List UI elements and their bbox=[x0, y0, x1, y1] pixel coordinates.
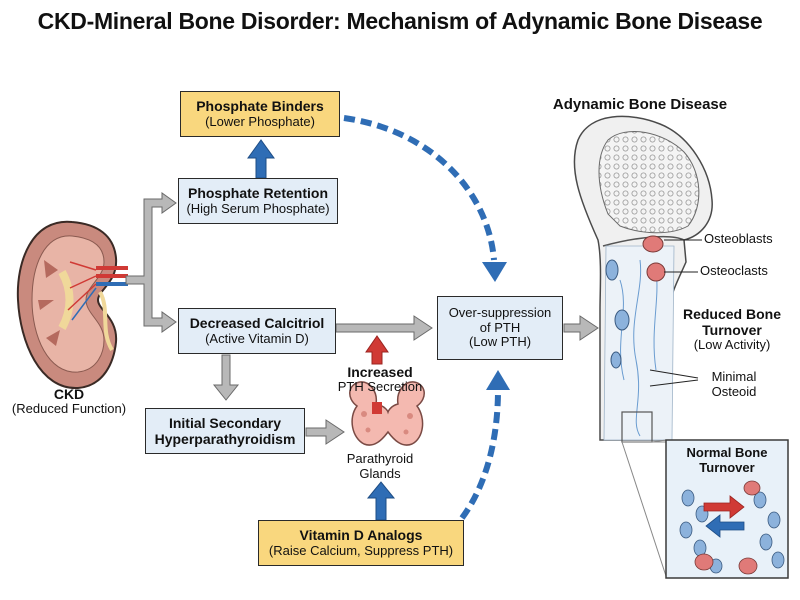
parathyroid-glands-label: Parathyroid Glands bbox=[330, 451, 430, 482]
blue-dashed-arrows bbox=[343, 115, 510, 520]
reduced-line2: Turnover bbox=[702, 322, 762, 339]
minimal-line2: Osteoid bbox=[711, 383, 757, 399]
adynamic-bone-heading: Adynamic Bone Disease bbox=[552, 96, 728, 113]
ckd-label: CKD bbox=[53, 386, 85, 402]
osteoclasts-label: Osteoclasts bbox=[700, 263, 768, 278]
minimal-osteoid-label: Minimal Osteoid bbox=[694, 369, 774, 400]
initial-secondary-hyperparathyroidism-box: Initial Secondary Hyperparathyroidism bbox=[145, 408, 305, 454]
reduced-turnover-label: Reduced Bone Turnover (Low Activity) bbox=[672, 306, 792, 353]
increased-label: Increased bbox=[347, 364, 413, 380]
normal-line1: Normal Bone bbox=[686, 445, 768, 460]
over-suppression-box: Over-suppression of PTH (Low PTH) bbox=[437, 296, 563, 360]
initial-secondary-line1: Initial Secondary bbox=[168, 414, 282, 431]
red-up-arrow bbox=[365, 335, 389, 365]
initial-secondary-line2: Hyperparathyroidism bbox=[154, 431, 296, 447]
phosphate-binders-subtitle: (Lower Phosphate) bbox=[205, 113, 315, 129]
phosphate-binders-title: Phosphate Binders bbox=[196, 98, 324, 115]
increased-pth-label: Increased PTH Secretion bbox=[320, 364, 440, 395]
over-suppression-line1: Over-suppression bbox=[448, 304, 552, 320]
phosphate-retention-box: Phosphate Retention (High Serum Phosphat… bbox=[178, 178, 338, 224]
decreased-calcitriol-subtitle: (Active Vitamin D) bbox=[205, 330, 309, 346]
normal-turnover-label: Normal Bone Turnover bbox=[668, 445, 786, 476]
osteoblasts-label: Osteoblasts bbox=[704, 231, 773, 246]
normal-turnover-inset bbox=[665, 439, 789, 579]
diagram-title: CKD-Mineral Bone Disorder: Mechanism of … bbox=[37, 8, 763, 34]
gray-arrows bbox=[125, 192, 599, 445]
parathyroid-label-line2: Glands bbox=[359, 465, 401, 481]
decreased-calcitriol-title: Decreased Calcitriol bbox=[189, 315, 325, 332]
blue-solid-arrows bbox=[247, 139, 396, 521]
pth-secretion-label: PTH Secretion bbox=[337, 379, 423, 395]
normal-line2: Turnover bbox=[699, 459, 755, 475]
phosphate-retention-subtitle: (High Serum Phosphate) bbox=[186, 200, 330, 216]
vitamin-d-analogs-box: Vitamin D Analogs (Raise Calcium, Suppre… bbox=[258, 520, 464, 566]
parathyroid-glands-illustration bbox=[349, 381, 425, 446]
vitamin-d-analogs-title: Vitamin D Analogs bbox=[299, 527, 423, 544]
parathyroid-label-line1: Parathyroid bbox=[346, 451, 414, 466]
phosphate-binders-box: Phosphate Binders (Lower Phosphate) bbox=[180, 91, 340, 137]
minimal-line1: Minimal bbox=[711, 369, 757, 384]
kidney-illustration bbox=[16, 220, 128, 390]
decreased-calcitriol-box: Decreased Calcitriol (Active Vitamin D) bbox=[178, 308, 336, 354]
ckd-sublabel: (Reduced Function) bbox=[11, 401, 127, 417]
phosphate-retention-title: Phosphate Retention bbox=[187, 185, 328, 202]
ckd-label-group: CKD (Reduced Function) bbox=[4, 386, 134, 417]
reduced-sub: (Low Activity) bbox=[693, 337, 771, 353]
over-suppression-line3: (Low PTH) bbox=[468, 334, 532, 350]
over-suppression-line2: of PTH bbox=[479, 319, 521, 335]
vitamin-d-analogs-subtitle: (Raise Calcium, Suppress PTH) bbox=[268, 542, 454, 558]
reduced-line1: Reduced Bone bbox=[682, 306, 781, 322]
